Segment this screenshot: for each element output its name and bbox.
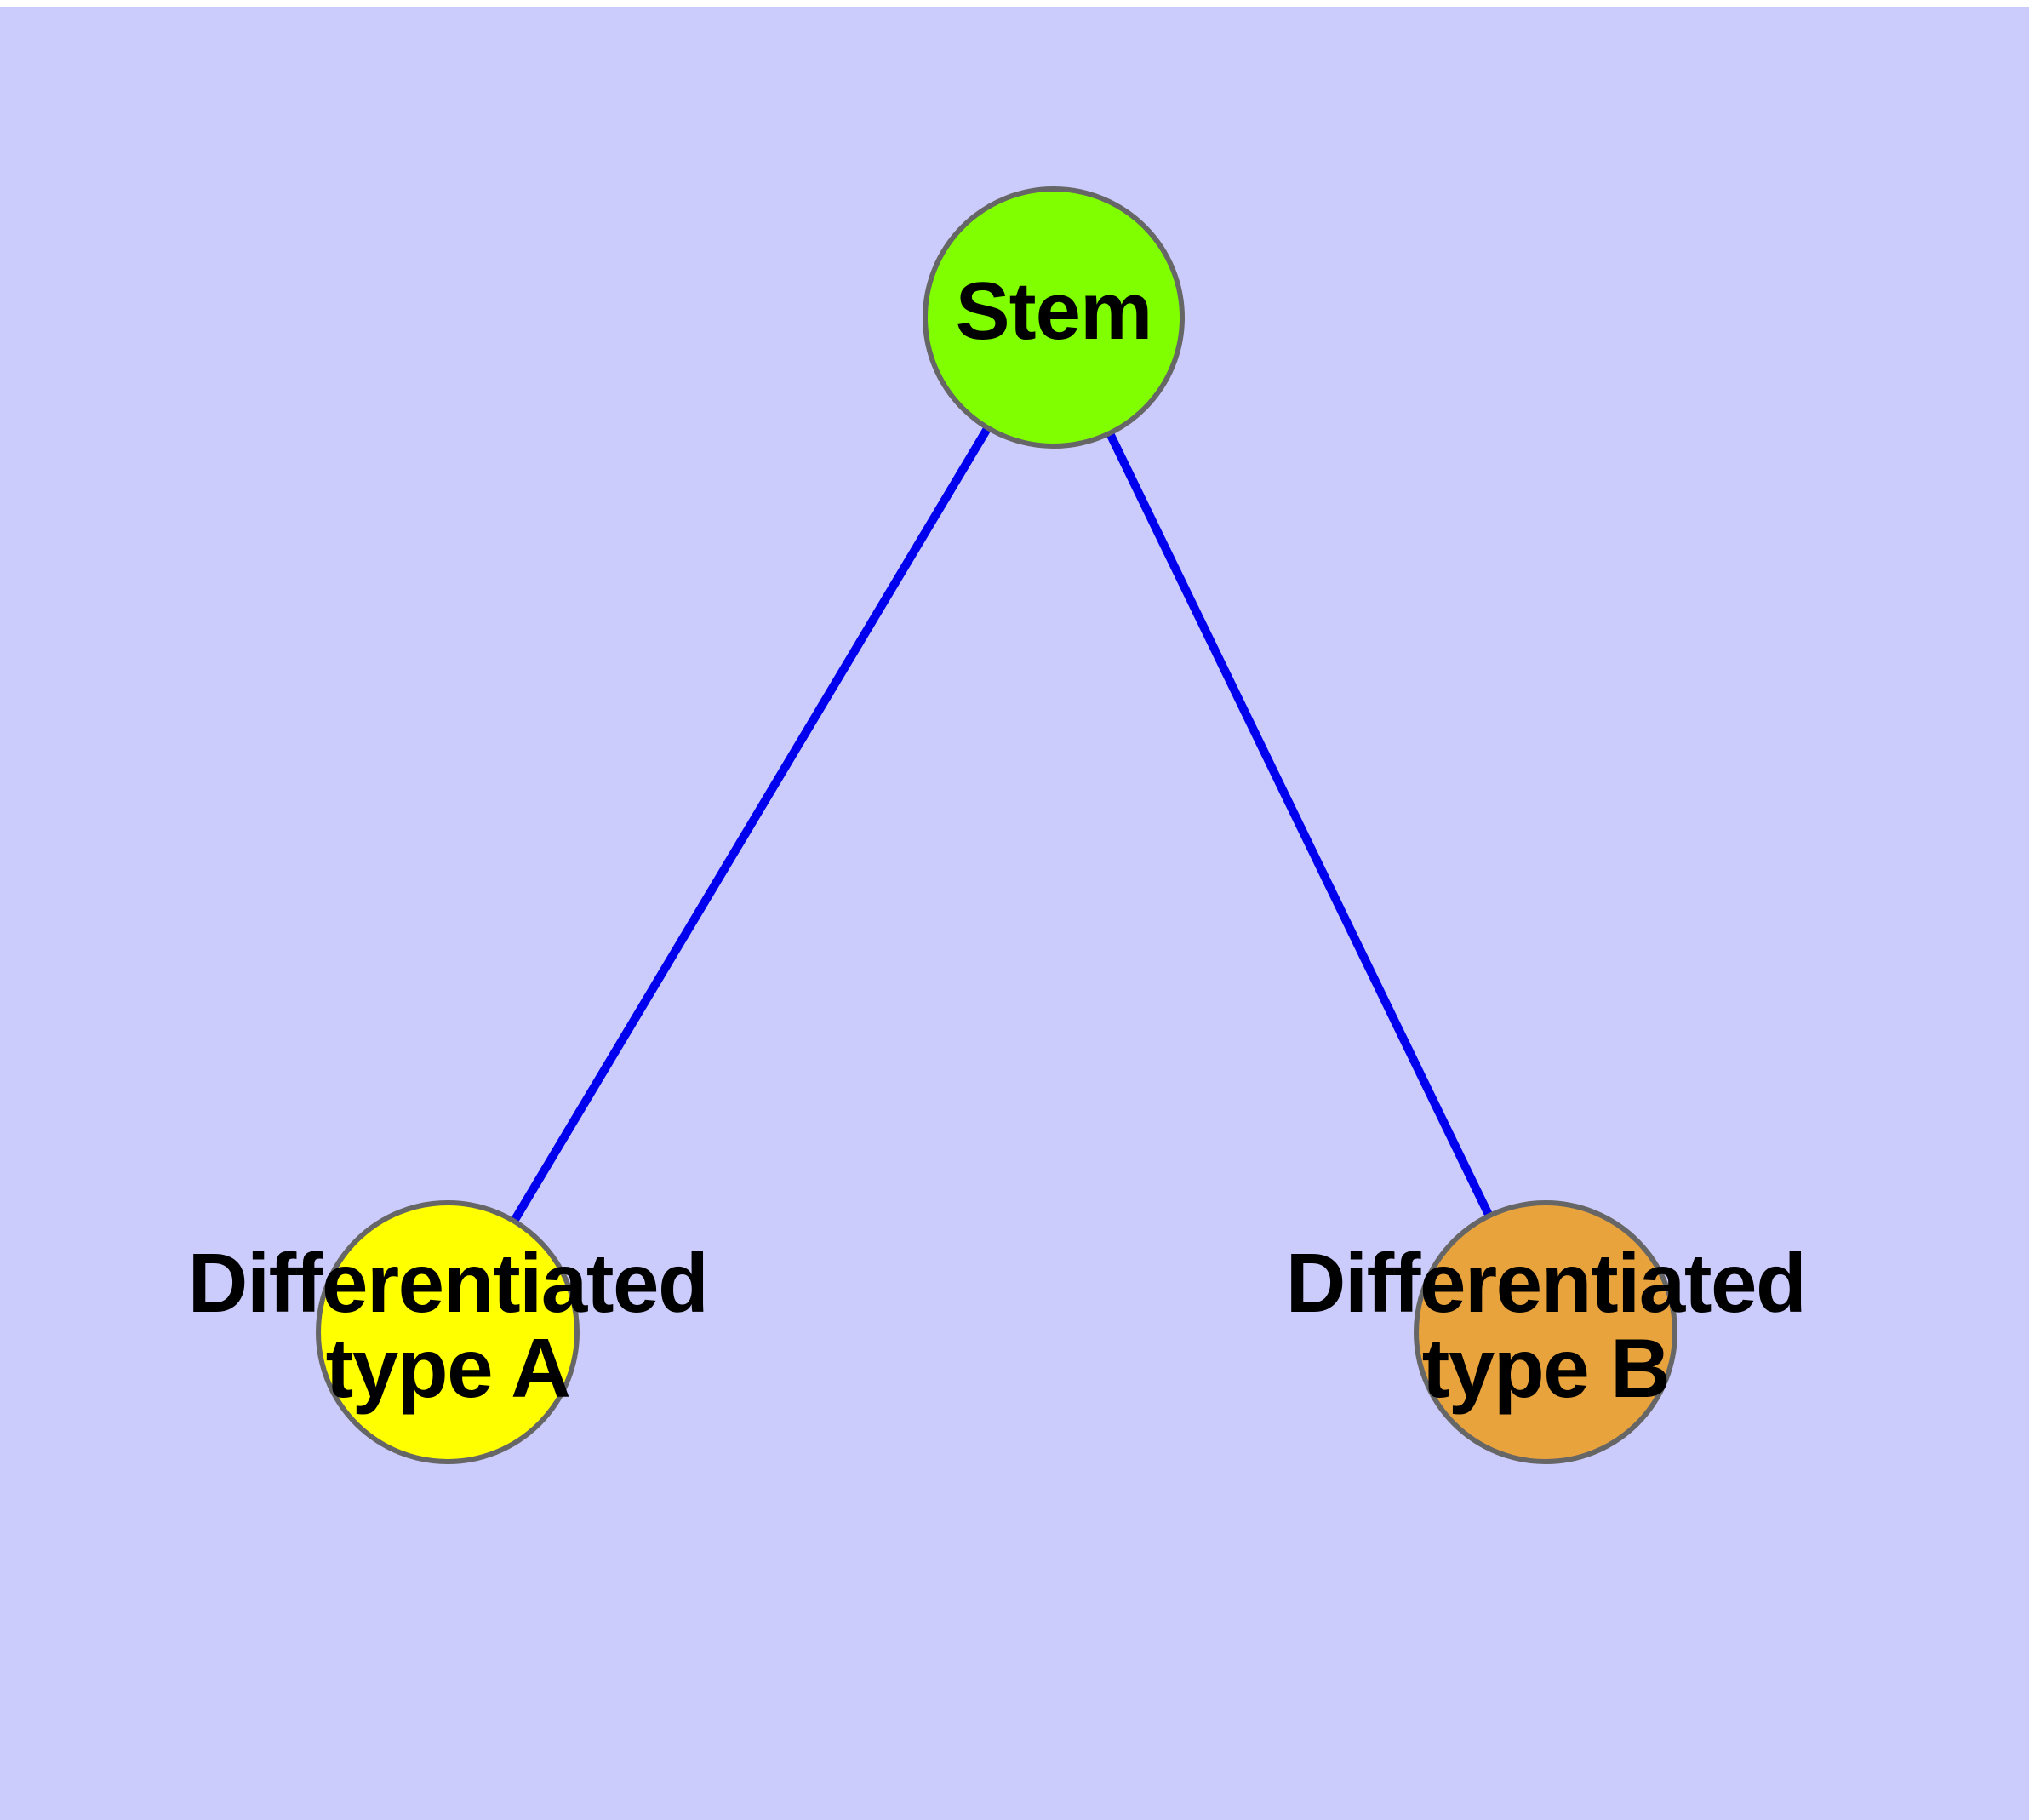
graph-svg [316, 186, 1677, 1464]
edge-layer [510, 426, 1494, 1224]
node-differentiated-type-b[interactable] [1414, 1200, 1677, 1464]
node-differentiated-type-a[interactable] [316, 1200, 580, 1464]
node-stem[interactable] [923, 186, 1185, 449]
diagram-plot-area: Stem Differentiated type A Differentiate… [0, 7, 2029, 1820]
edge-stem-to-differentiated-type-b[interactable] [1106, 431, 1494, 1218]
edge-stem-to-differentiated-type-a[interactable] [510, 426, 992, 1224]
node-layer [316, 186, 1677, 1464]
